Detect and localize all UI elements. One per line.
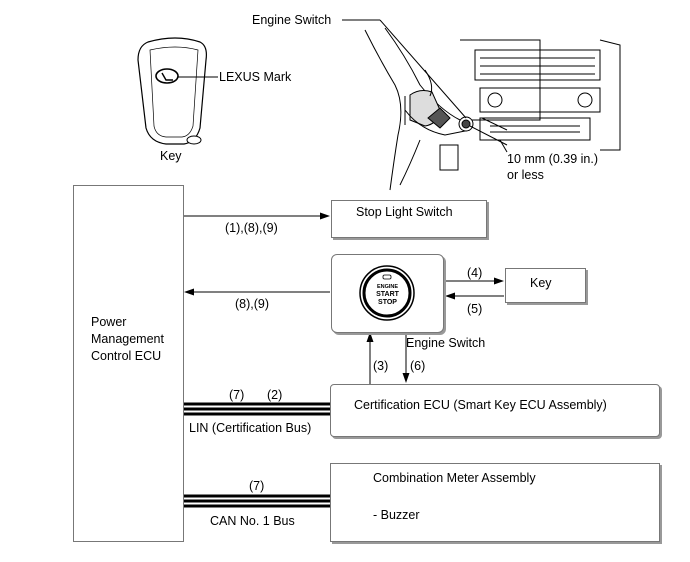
engine-button-text-2: START xyxy=(376,291,399,298)
combination-meter-block: Combination Meter Assembly - Buzzer xyxy=(330,463,660,542)
certification-ecu-label: Certification ECU (Smart Key ECU Assembl… xyxy=(354,398,607,412)
signal-label-can-7: (7) xyxy=(249,479,265,493)
engine-button-text-3: STOP xyxy=(378,299,397,306)
combination-meter-label: Combination Meter Assembly xyxy=(373,471,536,485)
stop-light-switch-block: Stop Light Switch xyxy=(331,200,487,238)
engine-switch-caption: Engine Switch xyxy=(406,336,486,350)
vehicle-dashboard-illustration xyxy=(364,27,621,191)
signal-label-lin-2: (2) xyxy=(267,388,283,402)
certification-ecu-block: Certification ECU (Smart Key ECU Assembl… xyxy=(330,384,660,437)
signal-label-lin-7: (7) xyxy=(229,388,245,402)
ecu-label-line2: Management xyxy=(91,332,164,346)
can-bus-label: CAN No. 1 Bus xyxy=(210,514,295,528)
engine-switch-block: ENGINE START STOP xyxy=(331,254,444,333)
lin-bus-label: LIN (Certification Bus) xyxy=(189,421,312,435)
distance-callout-line2: or less xyxy=(507,168,544,182)
signal-label-to-stop-light: (1),(8),(9) xyxy=(225,221,278,235)
can-bus-lines xyxy=(183,494,330,508)
key-caption: Key xyxy=(160,149,182,163)
engine-start-stop-button-icon xyxy=(359,265,415,321)
distance-callout-line1: 10 mm (0.39 in.) xyxy=(507,152,599,166)
signal-label-down: (6) xyxy=(410,359,426,373)
signal-label-from-key: (5) xyxy=(467,302,483,316)
lexus-mark-callout: LEXUS Mark xyxy=(219,70,292,84)
lexus-logo-icon xyxy=(155,68,179,84)
smart-key-illustration xyxy=(137,37,218,145)
power-management-ecu-block: Power Management Control ECU xyxy=(73,185,184,542)
buzzer-label: - Buzzer xyxy=(373,508,420,522)
ecu-label-line3: Control ECU xyxy=(91,349,162,363)
engine-switch-callout: Engine Switch xyxy=(252,13,332,27)
key-block: Key xyxy=(505,268,586,303)
key-block-label: Key xyxy=(530,276,552,290)
signal-label-up: (3) xyxy=(373,359,389,373)
ecu-label-line1: Power xyxy=(91,315,127,329)
lin-bus-lines xyxy=(183,402,330,416)
stop-light-switch-label: Stop Light Switch xyxy=(356,205,453,219)
signal-label-to-key: (4) xyxy=(467,266,483,280)
signal-label-from-engine-switch: (8),(9) xyxy=(235,297,270,311)
engine-button-text-1: ENGINE xyxy=(376,284,399,290)
